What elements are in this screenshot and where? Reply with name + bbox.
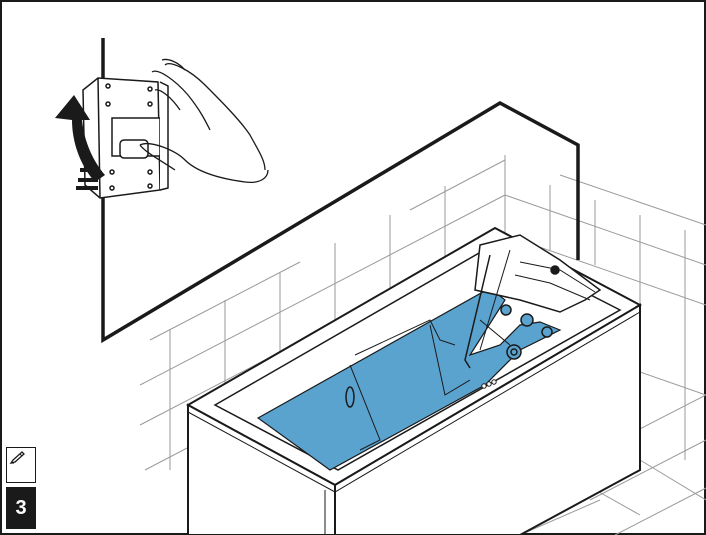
step-number-badge: 3 bbox=[6, 487, 36, 529]
step-number: 3 bbox=[15, 497, 26, 520]
pencil-icon bbox=[7, 448, 27, 468]
note-badge bbox=[6, 447, 36, 483]
